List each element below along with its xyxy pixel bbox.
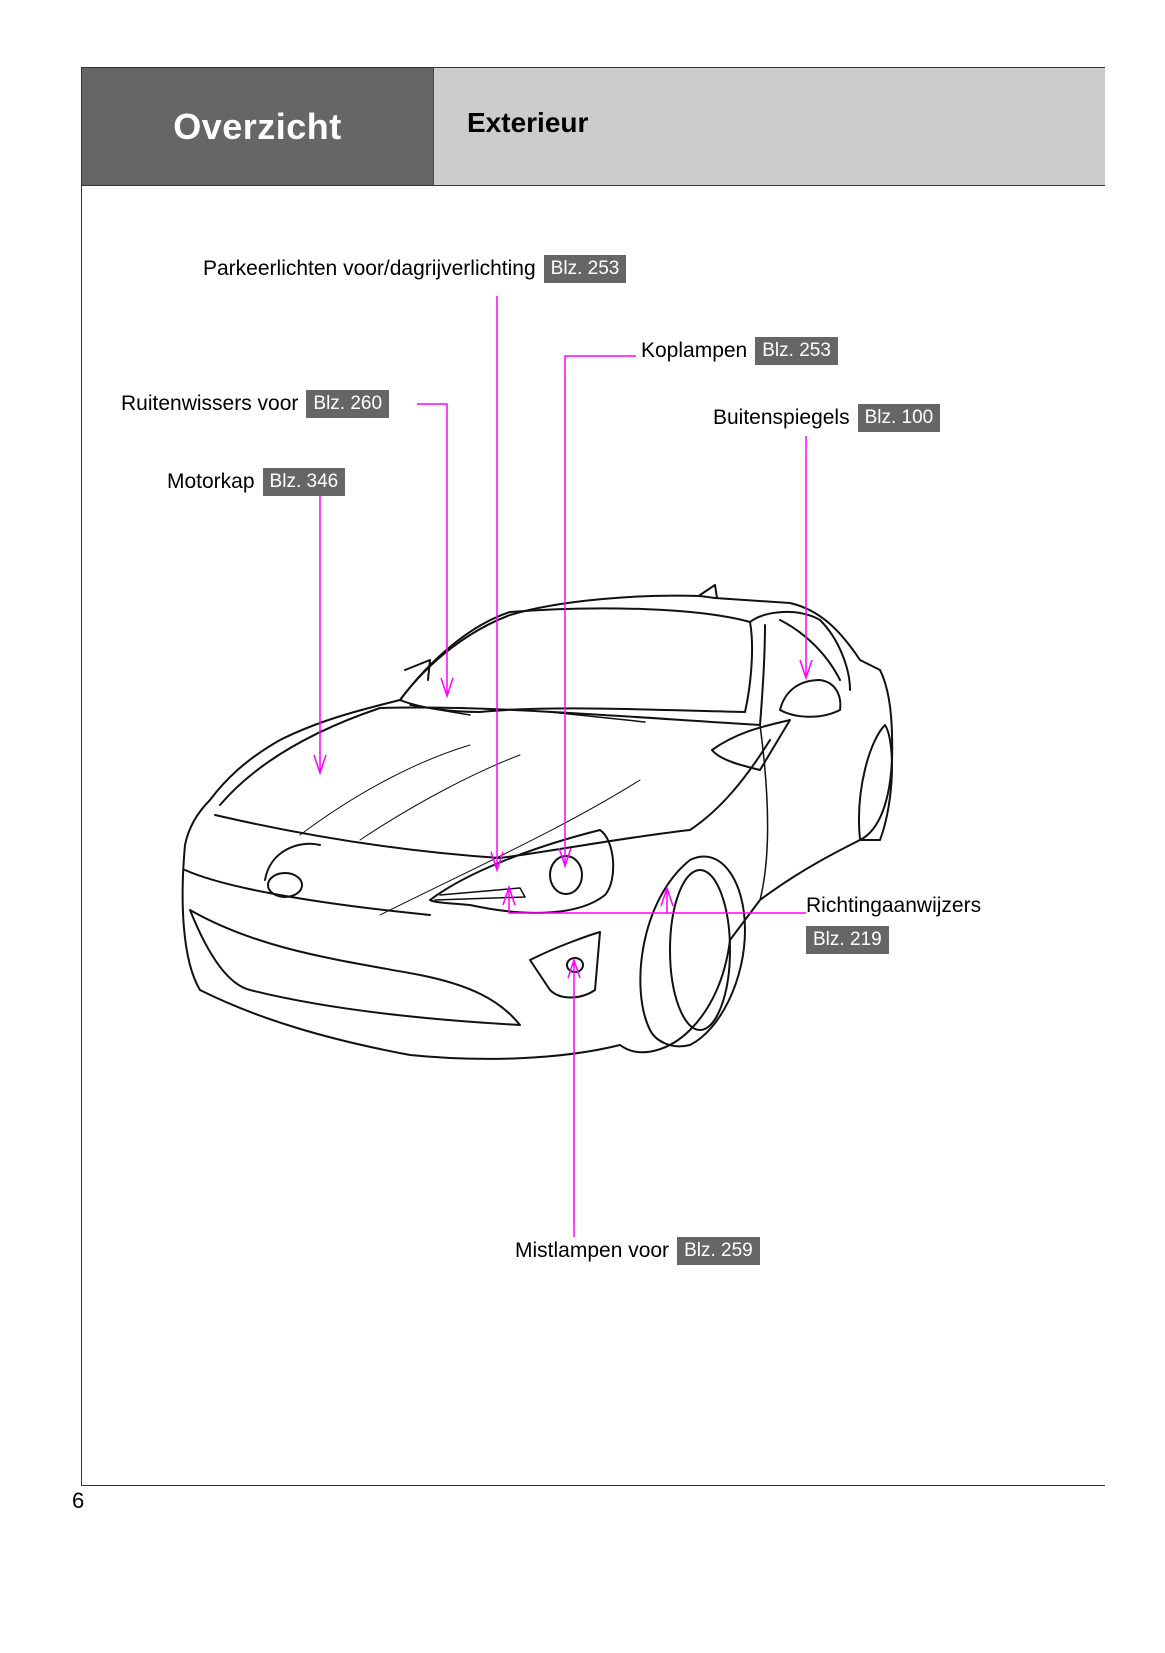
logo-emblem	[267, 872, 303, 898]
fog-light	[529, 931, 601, 999]
page-ref-badge[interactable]: Blz. 100	[857, 404, 941, 432]
callout-parkeerlichten: Parkeerlichten voor/dagrijverlichting Bl…	[203, 255, 627, 283]
leader-koplampen	[558, 355, 636, 869]
callout-buitenspiegels: Buitenspiegels Blz. 100	[713, 404, 941, 432]
leader-motorkap	[313, 496, 327, 776]
front-wheel	[639, 855, 746, 1048]
leader-buitenspiegels	[799, 436, 813, 681]
callout-richtingaanwijzers: Richtingaanwijzers Blz. 219	[806, 892, 981, 954]
headlight	[429, 829, 615, 914]
page-ref-badge[interactable]: Blz. 260	[306, 390, 390, 418]
page-frame-bottom	[81, 1485, 1105, 1486]
callout-label: Richtingaanwijzers	[806, 894, 982, 917]
leader-ruitenwissers	[417, 403, 454, 699]
leader-parkeerlichten	[490, 296, 504, 873]
page-ref-badge[interactable]: Blz. 346	[262, 468, 346, 496]
page-ref-badge[interactable]: Blz. 253	[543, 255, 627, 283]
callout-label: Koplampen	[641, 339, 748, 362]
callout-label: Mistlampen voor	[515, 1239, 670, 1262]
callout-koplampen: Koplampen Blz. 253	[641, 337, 838, 365]
callout-motorkap: Motorkap Blz. 346	[167, 468, 346, 496]
page-number: 6	[72, 1488, 85, 1513]
windshield	[399, 607, 754, 713]
leader-mistlampen	[567, 957, 581, 1237]
subsection-title: Exterieur	[433, 67, 1105, 186]
callout-label: Motorkap	[167, 470, 255, 493]
page-ref-badge[interactable]: Blz. 259	[677, 1237, 760, 1265]
callout-mistlampen: Mistlampen voor Blz. 259	[515, 1237, 760, 1265]
side-mirror	[779, 679, 842, 718]
callout-label: Parkeerlichten voor/dagrijverlichting	[203, 257, 536, 280]
page-ref-badge[interactable]: Blz. 253	[755, 337, 838, 365]
leader-richtingaanwijzers	[502, 884, 806, 914]
leader-lines	[313, 296, 813, 1237]
page-frame-left	[81, 67, 82, 1486]
front-bumper	[189, 909, 521, 1026]
callout-ruitenwissers: Ruitenwissers voor Blz. 260	[121, 390, 390, 418]
callout-label: Buitenspiegels	[713, 406, 850, 429]
car-body-outline	[181, 594, 894, 1060]
page-ref-badge[interactable]: Blz. 219	[806, 926, 889, 954]
hood-line	[214, 739, 771, 859]
section-title: Overzicht	[82, 67, 433, 186]
callout-label: Ruitenwissers voor	[121, 392, 299, 415]
